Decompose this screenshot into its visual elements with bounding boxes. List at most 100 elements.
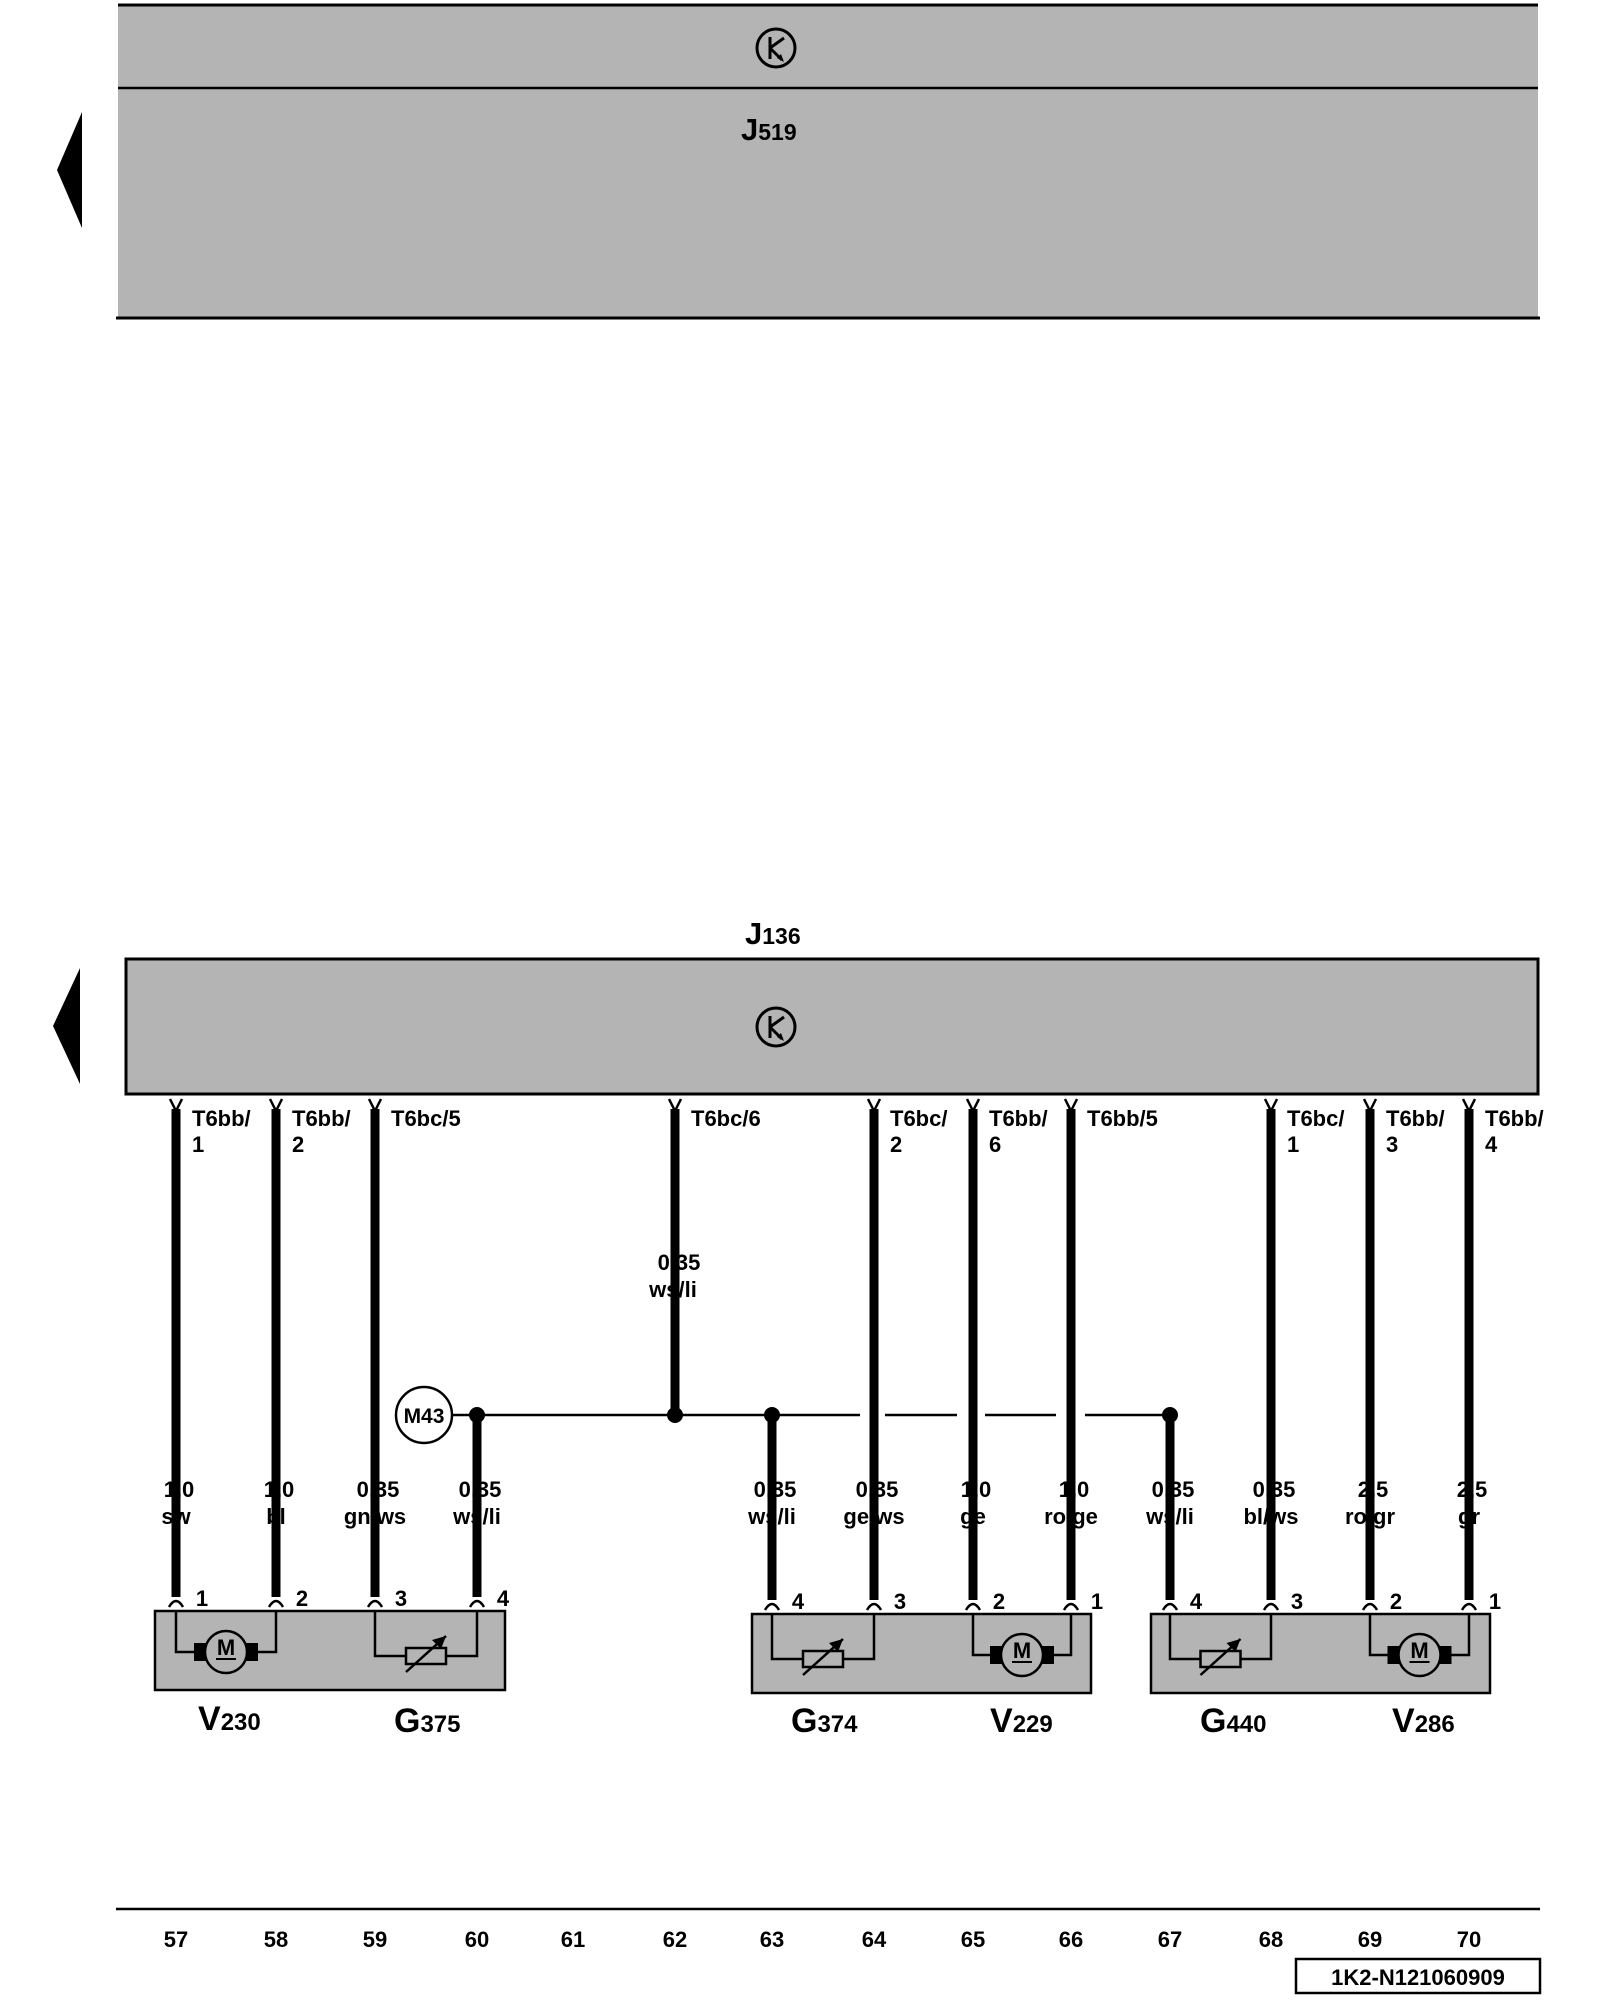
component-pin: 4 <box>792 1589 805 1614</box>
bottom-unit-code: J136 <box>745 916 801 951</box>
wire-size: 0,35 <box>856 1477 899 1502</box>
component-pin: 4 <box>1190 1589 1203 1614</box>
wire-color: ws/li <box>452 1504 501 1529</box>
top-unit-code: J519 <box>741 112 797 147</box>
pin-label: T6bc/ <box>1287 1106 1344 1131</box>
wire-size: 2,5 <box>1457 1477 1488 1502</box>
potentiometer-icon <box>770 1614 876 1676</box>
wire-color: ge/ws <box>843 1504 904 1529</box>
component-pin: 2 <box>296 1586 308 1611</box>
column-number: 65 <box>961 1927 985 1952</box>
column-number: 57 <box>164 1927 188 1952</box>
motor-icon: M <box>174 1611 278 1675</box>
column-number: 68 <box>1259 1927 1283 1952</box>
component-pin: 1 <box>196 1586 208 1611</box>
continuation-arrow-bottom[interactable] <box>53 968 80 1084</box>
component-pin: 1 <box>1489 1589 1501 1614</box>
component-pin: 3 <box>1291 1589 1303 1614</box>
pin-number: 2 <box>292 1132 304 1157</box>
column-number: 64 <box>862 1927 887 1952</box>
svg-text:M: M <box>1410 1638 1428 1663</box>
pin-number: 2 <box>890 1132 902 1157</box>
potentiometer-icon <box>373 1611 479 1673</box>
component-label-v286: V286 <box>1392 1702 1455 1740</box>
wire-size: 2,5 <box>1358 1477 1389 1502</box>
control-unit-j519: J519 <box>116 3 1540 320</box>
component-pin: 1 <box>1091 1589 1103 1614</box>
component-pin: 2 <box>993 1589 1005 1614</box>
pin-number: 1 <box>192 1132 204 1157</box>
document-id: 1K2-N121060909 <box>1331 1965 1505 1990</box>
pin-number: 3 <box>1386 1132 1398 1157</box>
pin-label: T6bb/ <box>1485 1106 1544 1131</box>
pin-number: 1 <box>1287 1132 1299 1157</box>
component-pin: 3 <box>894 1589 906 1614</box>
column-number: 60 <box>465 1927 489 1952</box>
wire-color: bl/ws <box>1243 1504 1298 1529</box>
pin-label: T6bc/ <box>890 1106 947 1131</box>
wire-size: 0,35 <box>1152 1477 1195 1502</box>
wire-color: ws/li <box>747 1504 796 1529</box>
wire: T6bb/51,0ro/ge1 <box>1044 1098 1158 1614</box>
column-number: 59 <box>363 1927 387 1952</box>
svg-text:M: M <box>1013 1638 1031 1663</box>
wire-size: 1,0 <box>1059 1477 1090 1502</box>
pin-label: T6bc/5 <box>391 1106 461 1131</box>
component-label-g374: G374 <box>791 1702 858 1740</box>
wire-size: 1,0 <box>961 1477 992 1502</box>
wire-color: ro/ge <box>1044 1504 1098 1529</box>
component-label-g440: G440 <box>1200 1702 1267 1740</box>
wire: T6bc/6 <box>667 1098 761 1415</box>
pin-number: 6 <box>989 1132 1001 1157</box>
column-number: 66 <box>1059 1927 1083 1952</box>
potentiometer-icon <box>1168 1614 1273 1676</box>
pin-label: T6bb/ <box>292 1106 351 1131</box>
component-pin: 4 <box>497 1586 510 1611</box>
svg-text:M43: M43 <box>404 1405 445 1428</box>
pin-label: T6bb/ <box>989 1106 1048 1131</box>
motor-icon: M <box>1368 1614 1471 1678</box>
control-unit-j136: J136 <box>124 916 1540 1096</box>
column-number: 62 <box>663 1927 687 1952</box>
column-number: 69 <box>1358 1927 1382 1952</box>
component-pin: 3 <box>395 1586 407 1611</box>
wire-size: 0,35 <box>1253 1477 1296 1502</box>
document-id-box: 1K2-N121060909 <box>1294 1957 1542 1995</box>
wire: T6bb/3 2,5ro/gr 2 <box>1345 1098 1445 1614</box>
continuation-arrow-top[interactable] <box>57 112 82 228</box>
wire-size: 0,35 <box>754 1477 797 1502</box>
component-label-v229: V229 <box>990 1702 1053 1740</box>
component-label-v230: V230 <box>198 1700 261 1738</box>
wire: T6bb/4 2,5gr 1 <box>1457 1098 1544 1614</box>
ground-point-m43: M43 <box>394 1385 454 1445</box>
wire-size: 0,35 <box>459 1477 502 1502</box>
wire-color: gr <box>1458 1504 1480 1529</box>
pin-number: 4 <box>1485 1132 1498 1157</box>
pin-label: T6bc/6 <box>691 1106 761 1131</box>
column-number: 61 <box>561 1927 585 1952</box>
wire-size: 1,0 <box>264 1477 295 1502</box>
wire-color: ge <box>960 1504 986 1529</box>
wire-size: 0,35 <box>357 1477 400 1502</box>
column-number: 63 <box>760 1927 784 1952</box>
wire-color: sw <box>161 1504 191 1529</box>
column-number: 70 <box>1457 1927 1481 1952</box>
wire-color: ro/gr <box>1345 1504 1396 1529</box>
component-label-g375: G375 <box>394 1702 461 1740</box>
component-labels: V230 G375 G374 V229 G440 V286 <box>198 1700 1455 1740</box>
pin-label: T6bb/ <box>1386 1106 1445 1131</box>
component-pin: 2 <box>1390 1589 1402 1614</box>
wire-size: 1,0 <box>164 1477 195 1502</box>
svg-text:M: M <box>217 1635 235 1660</box>
